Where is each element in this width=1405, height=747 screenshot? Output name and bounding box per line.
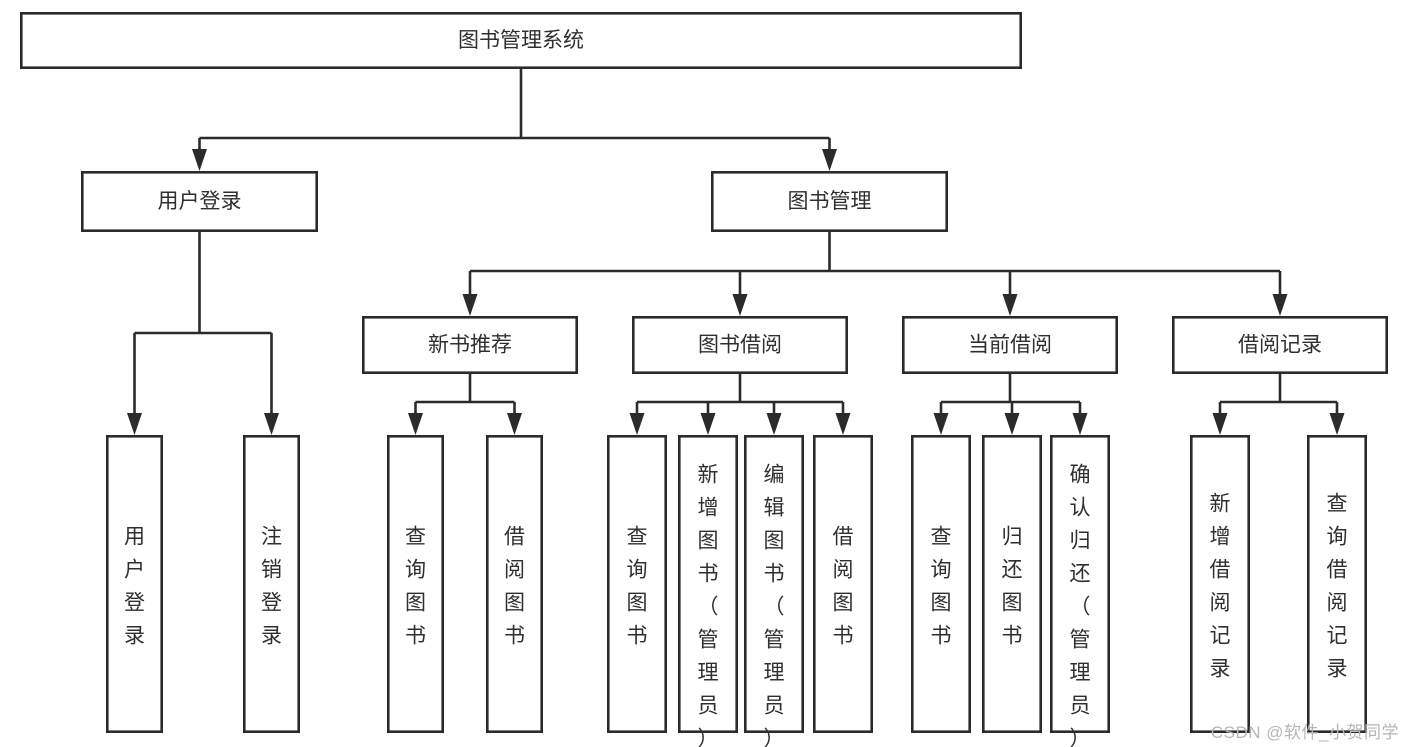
node-root[interactable]: 图书管理系统 xyxy=(19,12,1023,70)
node-leaf_confirm_return[interactable]: 确认归还（管理员） xyxy=(1050,434,1111,747)
node-current_borrow[interactable]: 当前借阅 xyxy=(901,315,1118,374)
node-box-rect xyxy=(1190,434,1251,733)
node-label: 借阅图书 xyxy=(504,526,525,648)
node-label: 新增借阅记录 xyxy=(1210,493,1231,681)
connector-arrowhead xyxy=(1272,294,1288,316)
node-layer: 图书管理系统用户登录图书管理新书推荐图书借阅当前借阅借阅记录用户登录注销登录查询… xyxy=(19,12,1389,747)
node-label: 图书管理系统 xyxy=(458,29,584,52)
connector-layer xyxy=(127,69,1345,435)
node-box-rect xyxy=(1050,434,1111,733)
node-label: 归还图书 xyxy=(1002,526,1023,648)
node-box-rect xyxy=(1172,315,1389,374)
node-box-rect xyxy=(243,434,301,733)
node-label: 图书借阅 xyxy=(698,334,782,357)
node-box-rect xyxy=(910,434,971,733)
node-box-rect xyxy=(19,12,1023,70)
connector-arrowhead xyxy=(462,294,478,316)
connector-arrowhead xyxy=(1212,413,1228,435)
node-box-rect xyxy=(812,434,873,733)
node-label: 新增图书（管理员） xyxy=(698,463,719,747)
node-box-rect xyxy=(743,434,804,733)
node-label: 图书管理 xyxy=(788,190,872,213)
connector-arrowhead xyxy=(822,149,837,171)
node-label: 借阅图书 xyxy=(833,526,854,648)
node-label: 用户登录 xyxy=(124,526,145,648)
node-leaf_query_book_1[interactable]: 查询图书 xyxy=(386,434,444,733)
node-box-rect xyxy=(81,171,318,233)
connector-arrowhead xyxy=(127,413,142,435)
node-leaf_query_record[interactable]: 查询借阅记录 xyxy=(1307,434,1368,733)
node-box-rect xyxy=(361,315,578,374)
node-box-rect xyxy=(631,315,848,374)
connector-arrowhead xyxy=(1329,413,1345,435)
node-new_book_rec[interactable]: 新书推荐 xyxy=(361,315,578,374)
node-label: 查询图书 xyxy=(931,526,952,648)
node-leaf_add_record[interactable]: 新增借阅记录 xyxy=(1190,434,1251,733)
node-leaf_query_book_3[interactable]: 查询图书 xyxy=(910,434,971,733)
node-leaf_edit_book[interactable]: 编辑图书（管理员） xyxy=(743,434,804,747)
connector-arrowhead xyxy=(408,413,423,435)
connector-arrowhead xyxy=(835,413,851,435)
node-box-rect xyxy=(1307,434,1368,733)
node-leaf_user_login[interactable]: 用户登录 xyxy=(106,434,164,733)
connector-arrowhead xyxy=(629,413,645,435)
node-box-rect xyxy=(981,434,1042,733)
node-label: 用户登录 xyxy=(158,190,242,213)
node-user_login[interactable]: 用户登录 xyxy=(81,171,318,233)
node-book_borrow[interactable]: 图书借阅 xyxy=(631,315,848,374)
node-box-rect xyxy=(677,434,738,733)
connector-arrowhead xyxy=(732,294,748,316)
node-label: 当前借阅 xyxy=(968,334,1052,357)
connector-arrowhead xyxy=(1004,413,1020,435)
connector-arrowhead xyxy=(933,413,949,435)
node-leaf_borrow_book_1[interactable]: 借阅图书 xyxy=(485,434,543,733)
node-leaf_borrow_book_2[interactable]: 借阅图书 xyxy=(812,434,873,733)
node-leaf_query_book_2[interactable]: 查询图书 xyxy=(606,434,667,733)
node-box-rect xyxy=(485,434,543,733)
connector-arrowhead xyxy=(264,413,279,435)
node-label: 确认归还（管理员） xyxy=(1070,463,1091,747)
node-box-rect xyxy=(106,434,164,733)
node-label: 查询借阅记录 xyxy=(1327,493,1348,681)
node-label: 注销登录 xyxy=(261,526,282,648)
node-box-rect xyxy=(386,434,444,733)
connector-arrowhead xyxy=(766,413,782,435)
node-label: 查询图书 xyxy=(627,526,648,648)
connector-arrowhead xyxy=(507,413,522,435)
node-leaf_logout[interactable]: 注销登录 xyxy=(243,434,301,733)
node-leaf_add_book[interactable]: 新增图书（管理员） xyxy=(677,434,738,747)
node-borrow_record[interactable]: 借阅记录 xyxy=(1172,315,1389,374)
node-label: 编辑图书（管理员） xyxy=(764,463,785,747)
connector-arrowhead xyxy=(192,149,207,171)
node-book_manage[interactable]: 图书管理 xyxy=(710,171,948,233)
node-box-rect xyxy=(606,434,667,733)
node-box-rect xyxy=(710,171,948,233)
node-label: 查询图书 xyxy=(405,526,426,648)
connector-arrowhead xyxy=(700,413,716,435)
connector-arrowhead xyxy=(1072,413,1088,435)
connector-arrowhead xyxy=(1002,294,1018,316)
node-box-rect xyxy=(901,315,1118,374)
node-label: 新书推荐 xyxy=(428,334,512,357)
node-leaf_return_book[interactable]: 归还图书 xyxy=(981,434,1042,733)
node-label: 借阅记录 xyxy=(1238,334,1322,357)
